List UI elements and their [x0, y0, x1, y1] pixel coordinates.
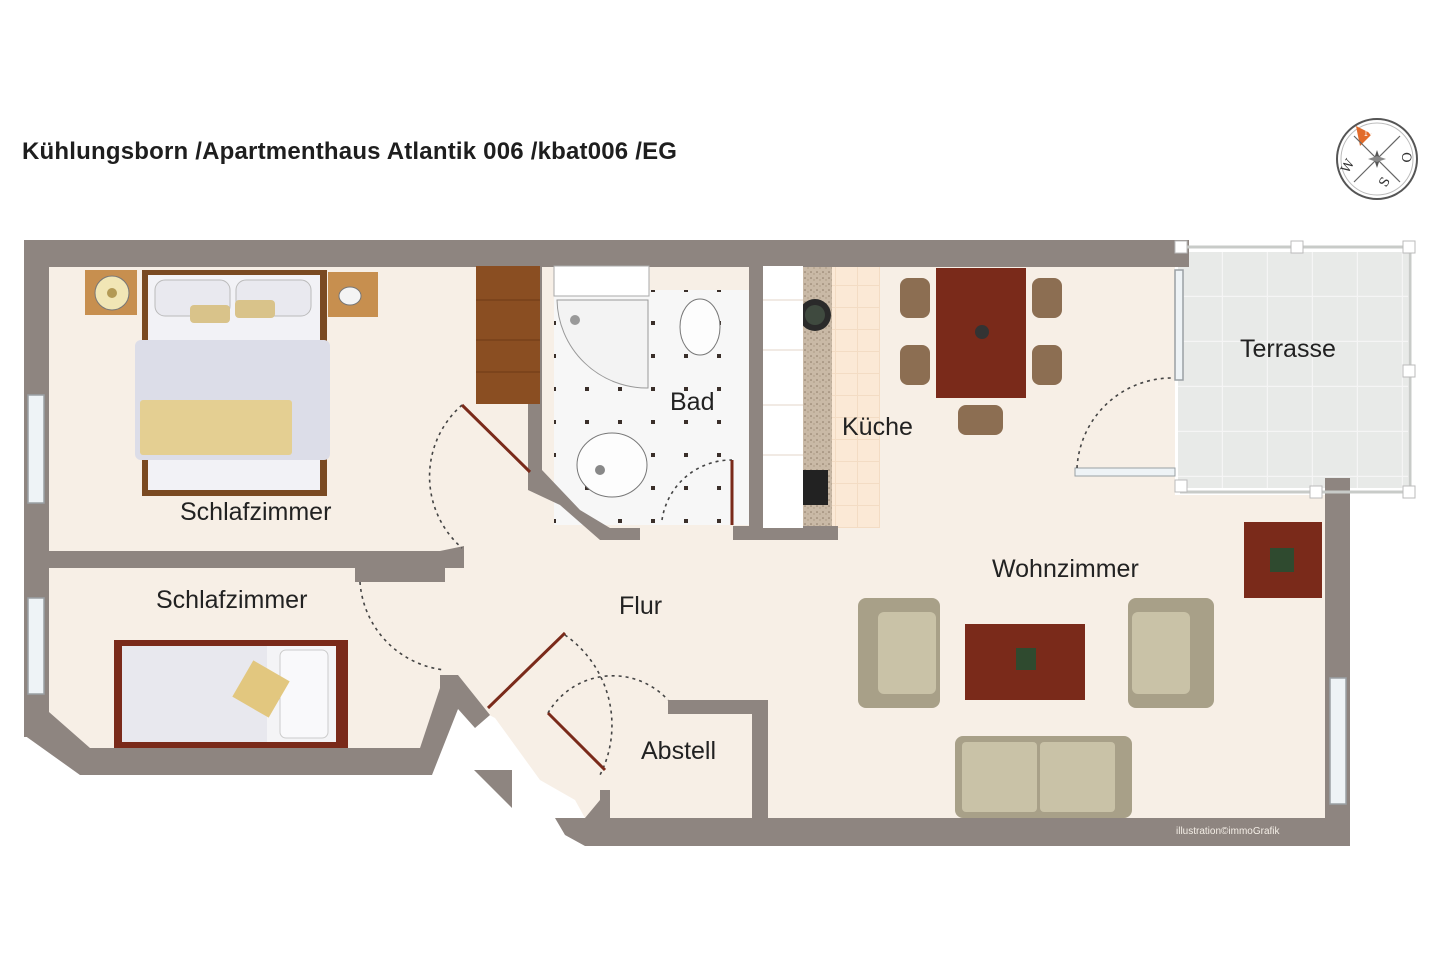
kitchen-tiles [830, 266, 880, 528]
room-label-terrace: Terrasse [1240, 335, 1336, 363]
top-wall [24, 240, 1189, 267]
compass-o: O [1398, 152, 1413, 163]
room-label-bedroom-1: Schlafzimmer [180, 498, 332, 526]
bath-fixtures [553, 265, 721, 498]
double-bed [135, 270, 330, 496]
bottom-left-wall [24, 688, 460, 775]
door-leaves [460, 403, 734, 772]
illustration-credit: illustration©immoGrafik [1176, 826, 1280, 837]
room-label-bathroom: Bad [670, 388, 715, 416]
bedroom-divider [24, 551, 444, 568]
entrance-marker [474, 770, 512, 808]
living-furniture [858, 522, 1322, 818]
door-swings [359, 377, 1173, 776]
compass-icon: N O S W [1336, 118, 1418, 200]
kitchen-appliances [763, 266, 831, 528]
terrace-floor [1178, 252, 1408, 488]
storage-wall [752, 700, 768, 818]
room-label-hallway: Flur [619, 592, 663, 620]
wardrobe [476, 266, 540, 404]
plan-title: Kühlungsborn /Apartmenthaus Atlantik 006… [22, 138, 678, 165]
room-label-kitchen: Küche [842, 413, 913, 441]
dining-table [900, 268, 1062, 435]
room-label-living-room: Wohnzimmer [992, 555, 1139, 583]
room-label-storage: Abstell [641, 737, 717, 765]
walls [24, 240, 1350, 846]
compass-n: N [1364, 126, 1374, 139]
windows [27, 269, 1347, 805]
single-bed [114, 640, 348, 748]
room-label-bedroom-2: Schlafzimmer [156, 586, 308, 614]
nightstands [85, 270, 378, 317]
